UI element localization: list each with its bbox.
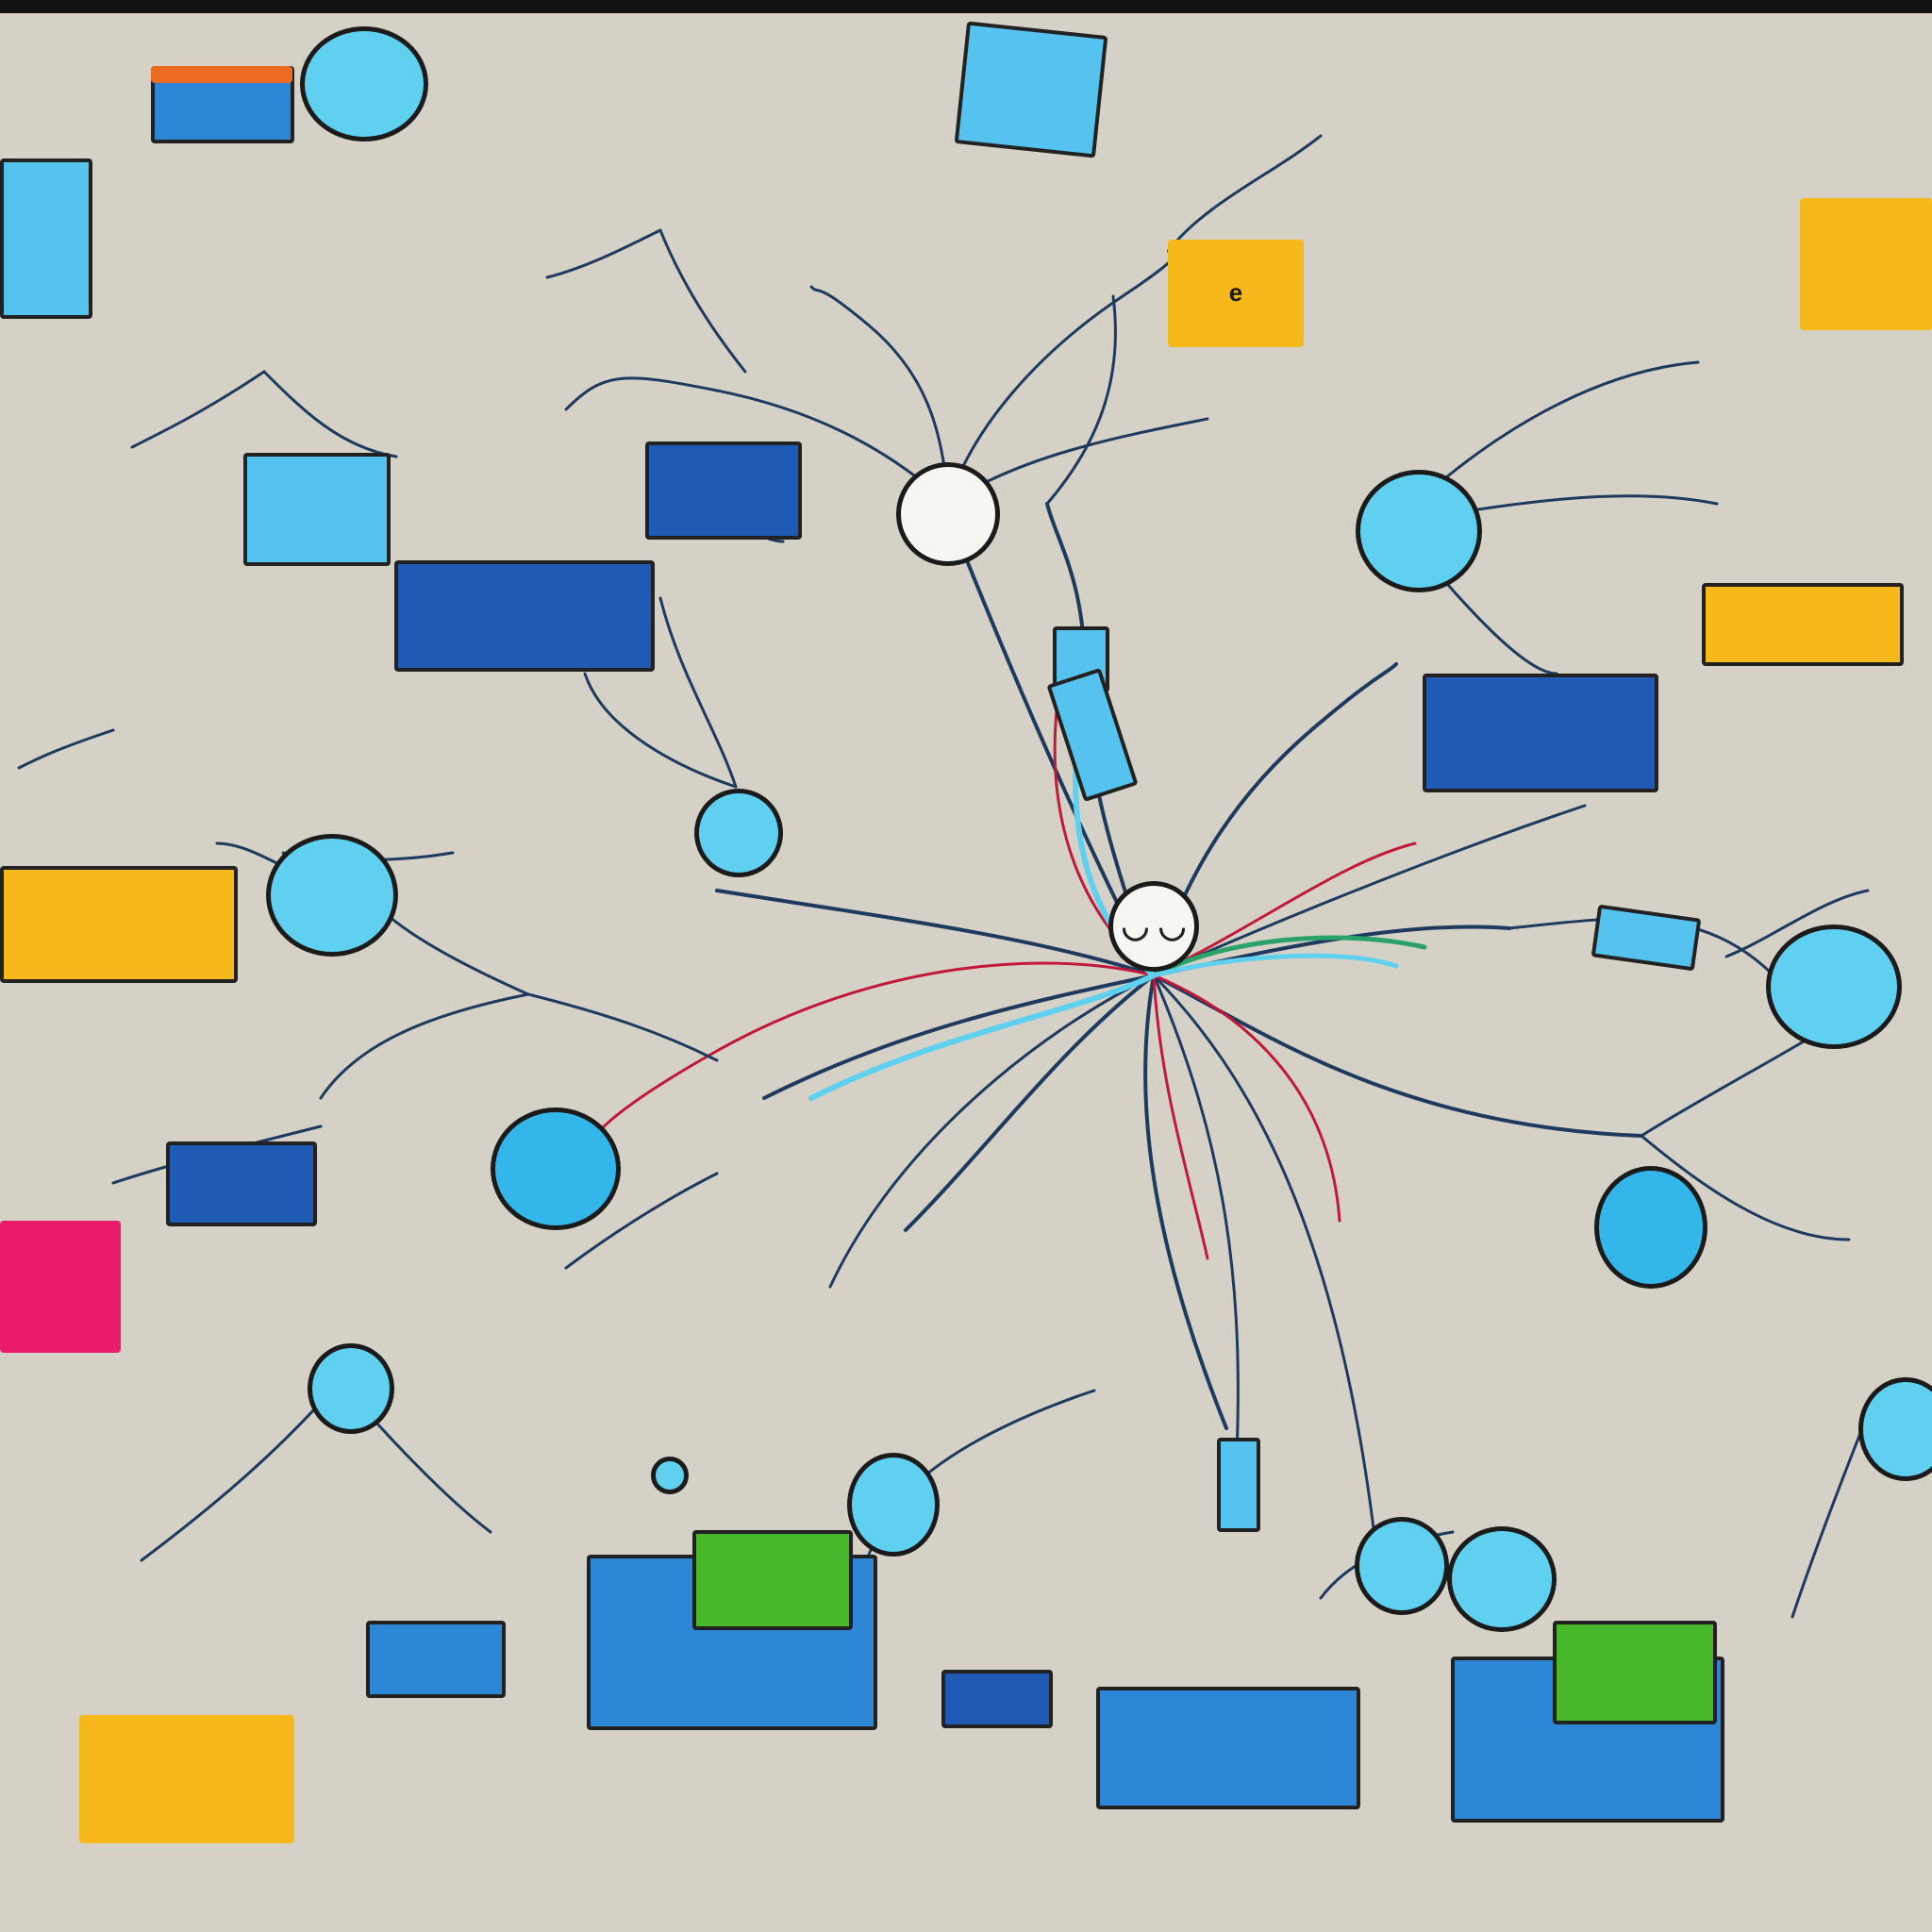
node-circle-far-right[interactable]: [1858, 1377, 1932, 1481]
box-yellow-left[interactable]: [0, 866, 238, 983]
box-navy-right[interactable]: [1423, 674, 1658, 792]
box-navy-mid-left[interactable]: [166, 1141, 317, 1226]
node-circle-bottom-mid[interactable]: [847, 1453, 940, 1557]
box-navy-bottom-small[interactable]: [941, 1670, 1053, 1728]
center-node[interactable]: ◡ ◡: [1108, 881, 1199, 972]
box-blue-bottom-left[interactable]: [366, 1621, 506, 1698]
node-circle-small-left[interactable]: [694, 789, 783, 877]
box-yellow-top-label: e: [1228, 278, 1243, 308]
box-orange-right[interactable]: [1702, 583, 1904, 666]
box-green-bottom-mid[interactable]: [692, 1530, 853, 1630]
box-light-top-mid[interactable]: [954, 21, 1108, 158]
node-circle-lower-left[interactable]: [308, 1343, 394, 1434]
node-circle-top-left[interactable]: [300, 26, 428, 142]
node-dot-small[interactable]: [651, 1457, 689, 1494]
box-yellow-top[interactable]: e: [1168, 240, 1304, 347]
box-navy-upper[interactable]: [645, 441, 802, 540]
node-circle-mid-left[interactable]: [491, 1108, 621, 1230]
box-light-top-left[interactable]: [0, 158, 92, 319]
node-circle-upper-right[interactable]: [1356, 470, 1482, 592]
box-light-left-upper[interactable]: [243, 453, 391, 566]
box-orange-strip: [151, 66, 292, 83]
box-green-bottom-right[interactable]: [1553, 1621, 1717, 1724]
box-yellow-top-right[interactable]: [1800, 198, 1932, 330]
node-circle-right[interactable]: [1766, 924, 1902, 1049]
node-circle-left[interactable]: [266, 834, 398, 957]
node-circle-lower-right[interactable]: [1594, 1166, 1707, 1289]
box-light-bottom-narrow[interactable]: [1217, 1438, 1260, 1532]
node-circle-bottom-right[interactable]: [1447, 1526, 1557, 1632]
box-blue-bottom-center[interactable]: [1096, 1687, 1360, 1809]
node-white-upper[interactable]: [896, 462, 1000, 566]
center-face-glyph: ◡ ◡: [1121, 908, 1187, 944]
node-circle-bottom-right-small[interactable]: [1355, 1517, 1449, 1615]
box-navy-left[interactable]: [394, 560, 655, 672]
box-yellow-bottom-left[interactable]: [79, 1715, 294, 1843]
box-pink-left[interactable]: [0, 1221, 121, 1353]
